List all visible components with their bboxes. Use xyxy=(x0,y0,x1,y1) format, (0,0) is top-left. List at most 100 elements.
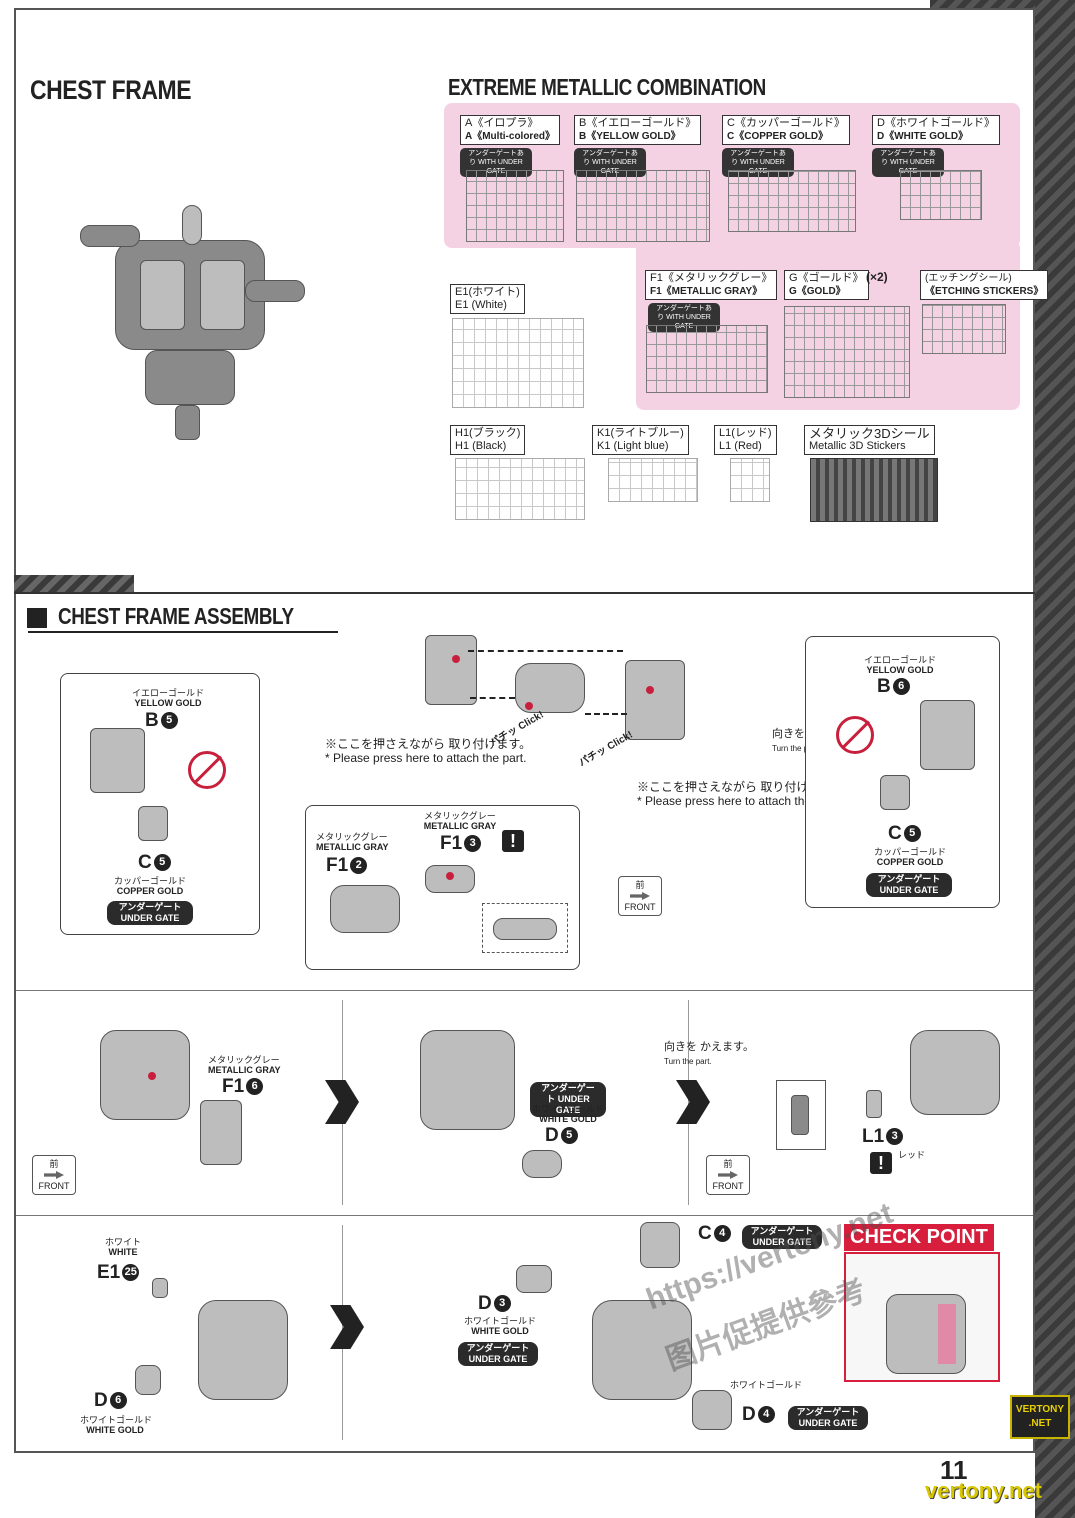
runner-a-label: A《イロプラ》A《Multi-colored》 xyxy=(460,115,560,145)
e1-part xyxy=(152,1278,168,1298)
e1-letter: E1 xyxy=(97,1262,121,1283)
l13-detail-box xyxy=(776,1080,826,1150)
runner-b-label: B《イエローゴールド》B《YELLOW GOLD》 xyxy=(574,115,702,145)
metallic3d-image xyxy=(810,458,938,522)
vertony-logo: VERTONY .NET xyxy=(1010,1395,1070,1439)
d6-part xyxy=(135,1365,161,1395)
d4-color: ホワイトゴールド xyxy=(730,1380,803,1390)
c4-part xyxy=(640,1222,680,1268)
f12-color-jp: メタリックグレー xyxy=(316,832,388,842)
c4-letter: C xyxy=(698,1223,712,1244)
runner-d-label: D《ホワイトゴールド》D《WHITE GOLD》 xyxy=(872,115,1000,145)
right-c5-part xyxy=(880,775,910,810)
peg-dot-3 xyxy=(646,686,654,694)
side-rail xyxy=(1035,0,1075,1518)
e1-num: 25 xyxy=(122,1264,140,1282)
step2-chest-3 xyxy=(910,1030,1000,1115)
assembly-title: CHEST FRAME ASSEMBLY xyxy=(58,603,294,629)
metallic3d-jp: メタリック3Dシール xyxy=(809,426,930,441)
right-c5-gate: アンダーゲート UNDER GATE xyxy=(866,873,952,897)
runner-b-en: B《YELLOW GOLD》 xyxy=(579,131,681,142)
dashed-arrow-2 xyxy=(470,697,515,699)
etching-label: (エッチングシール)《ETCHING STICKERS》 xyxy=(920,270,1049,300)
runner-g-count: (×2) xyxy=(866,270,888,284)
front-2-en: FRONT xyxy=(38,1181,70,1191)
f13-letter: F1 xyxy=(440,833,463,854)
front-3-en: FRONT xyxy=(712,1181,744,1191)
right-c5-color-en: COPPER GOLD xyxy=(876,857,944,867)
step3-chest-2 xyxy=(592,1300,692,1400)
left-c5-color-jp: カッパーゴールド xyxy=(113,876,186,886)
runner-e1-label: E1(ホワイト)E1 (White) xyxy=(450,284,525,314)
front-1-en: FRONT xyxy=(624,902,656,912)
runner-f1-jp: F1《メタリックグレー》 xyxy=(650,272,773,284)
site-label: vertony.net xyxy=(925,1478,1042,1503)
runner-c-image xyxy=(728,170,856,232)
d4-letter: D xyxy=(742,1404,756,1425)
runner-l1-jp: L1(レッド) xyxy=(719,427,772,439)
f16-color-en: METALLIC GRAY xyxy=(208,1065,281,1075)
d3-part xyxy=(516,1265,552,1293)
runner-k1-label: K1(ライトブルー)K1 (Light blue) xyxy=(592,425,689,455)
f16-part xyxy=(200,1100,242,1165)
l13-letter: L1 xyxy=(862,1126,885,1147)
section-square xyxy=(27,608,47,628)
step2-chest-2 xyxy=(420,1030,515,1130)
etching-image xyxy=(922,304,1006,354)
d3-letter: D xyxy=(478,1293,492,1314)
right-b6-color-jp: イエローゴールド xyxy=(864,655,936,665)
d3-color-jp: ホワイトゴールド xyxy=(463,1316,536,1326)
press-note-2-en: * Please press here to attach the part. xyxy=(637,794,839,808)
right-c5-color-jp: カッパーゴールド xyxy=(873,847,946,857)
l13-part xyxy=(866,1090,882,1118)
d4-gate: アンダーゲート UNDER GATE xyxy=(788,1406,868,1430)
f12-letter: F1 xyxy=(326,855,349,876)
peg-dot-2 xyxy=(525,702,533,710)
no-nipper-icon-left xyxy=(188,751,226,789)
row-divider-2 xyxy=(16,1215,1033,1216)
runner-g-en: G《GOLD》 xyxy=(789,286,846,297)
left-b5-color-en: YELLOW GOLD xyxy=(134,698,202,708)
runner-k1-jp: K1(ライトブルー) xyxy=(597,427,684,439)
d5-color-jp: ホワイトゴールド xyxy=(531,1104,604,1114)
d5-color-en: WHITE GOLD xyxy=(539,1114,597,1124)
turn-note-2-en: Turn the part. xyxy=(664,1057,712,1066)
left-c5-num: 5 xyxy=(153,854,171,872)
runner-e1-en: E1 (White) xyxy=(455,299,507,311)
runner-d-en: D《WHITE GOLD》 xyxy=(877,131,969,142)
page-title: CHEST FRAME xyxy=(30,75,192,105)
runner-c-jp: C《カッパーゴールド》 xyxy=(727,117,845,129)
dashed-arrow-3 xyxy=(585,713,627,715)
caution-icon-2: ! xyxy=(870,1152,892,1174)
d3-num: 3 xyxy=(493,1295,511,1313)
peg-dot-1 xyxy=(452,655,460,663)
f13-color-en: METALLIC GRAY xyxy=(423,821,497,831)
f16-letter: F1 xyxy=(222,1076,245,1097)
runner-h1-en: H1 (Black) xyxy=(455,440,507,452)
combination-title: EXTREME METALLIC COMBINATION xyxy=(448,74,766,100)
etching-en: 《ETCHING STICKERS》 xyxy=(925,286,1044,297)
d6-color-en: WHITE GOLD xyxy=(86,1425,144,1435)
runner-e1-jp: E1(ホワイト) xyxy=(455,286,520,298)
f13-detail-box xyxy=(482,903,568,953)
d4-part xyxy=(692,1390,732,1430)
runner-h1-jp: H1(ブラック) xyxy=(455,427,521,439)
f12-num: 2 xyxy=(350,857,368,875)
checkpoint-panel xyxy=(844,1252,1000,1382)
left-c5-letter: C xyxy=(138,852,152,873)
press-note-1: ※ここを押さえながら 取り付けます。* Please press here to… xyxy=(325,737,531,765)
runner-c-en: C《COPPER GOLD》 xyxy=(727,131,829,142)
d6-color-jp: ホワイトゴールド xyxy=(80,1415,153,1425)
step1-left-panel xyxy=(60,673,260,935)
